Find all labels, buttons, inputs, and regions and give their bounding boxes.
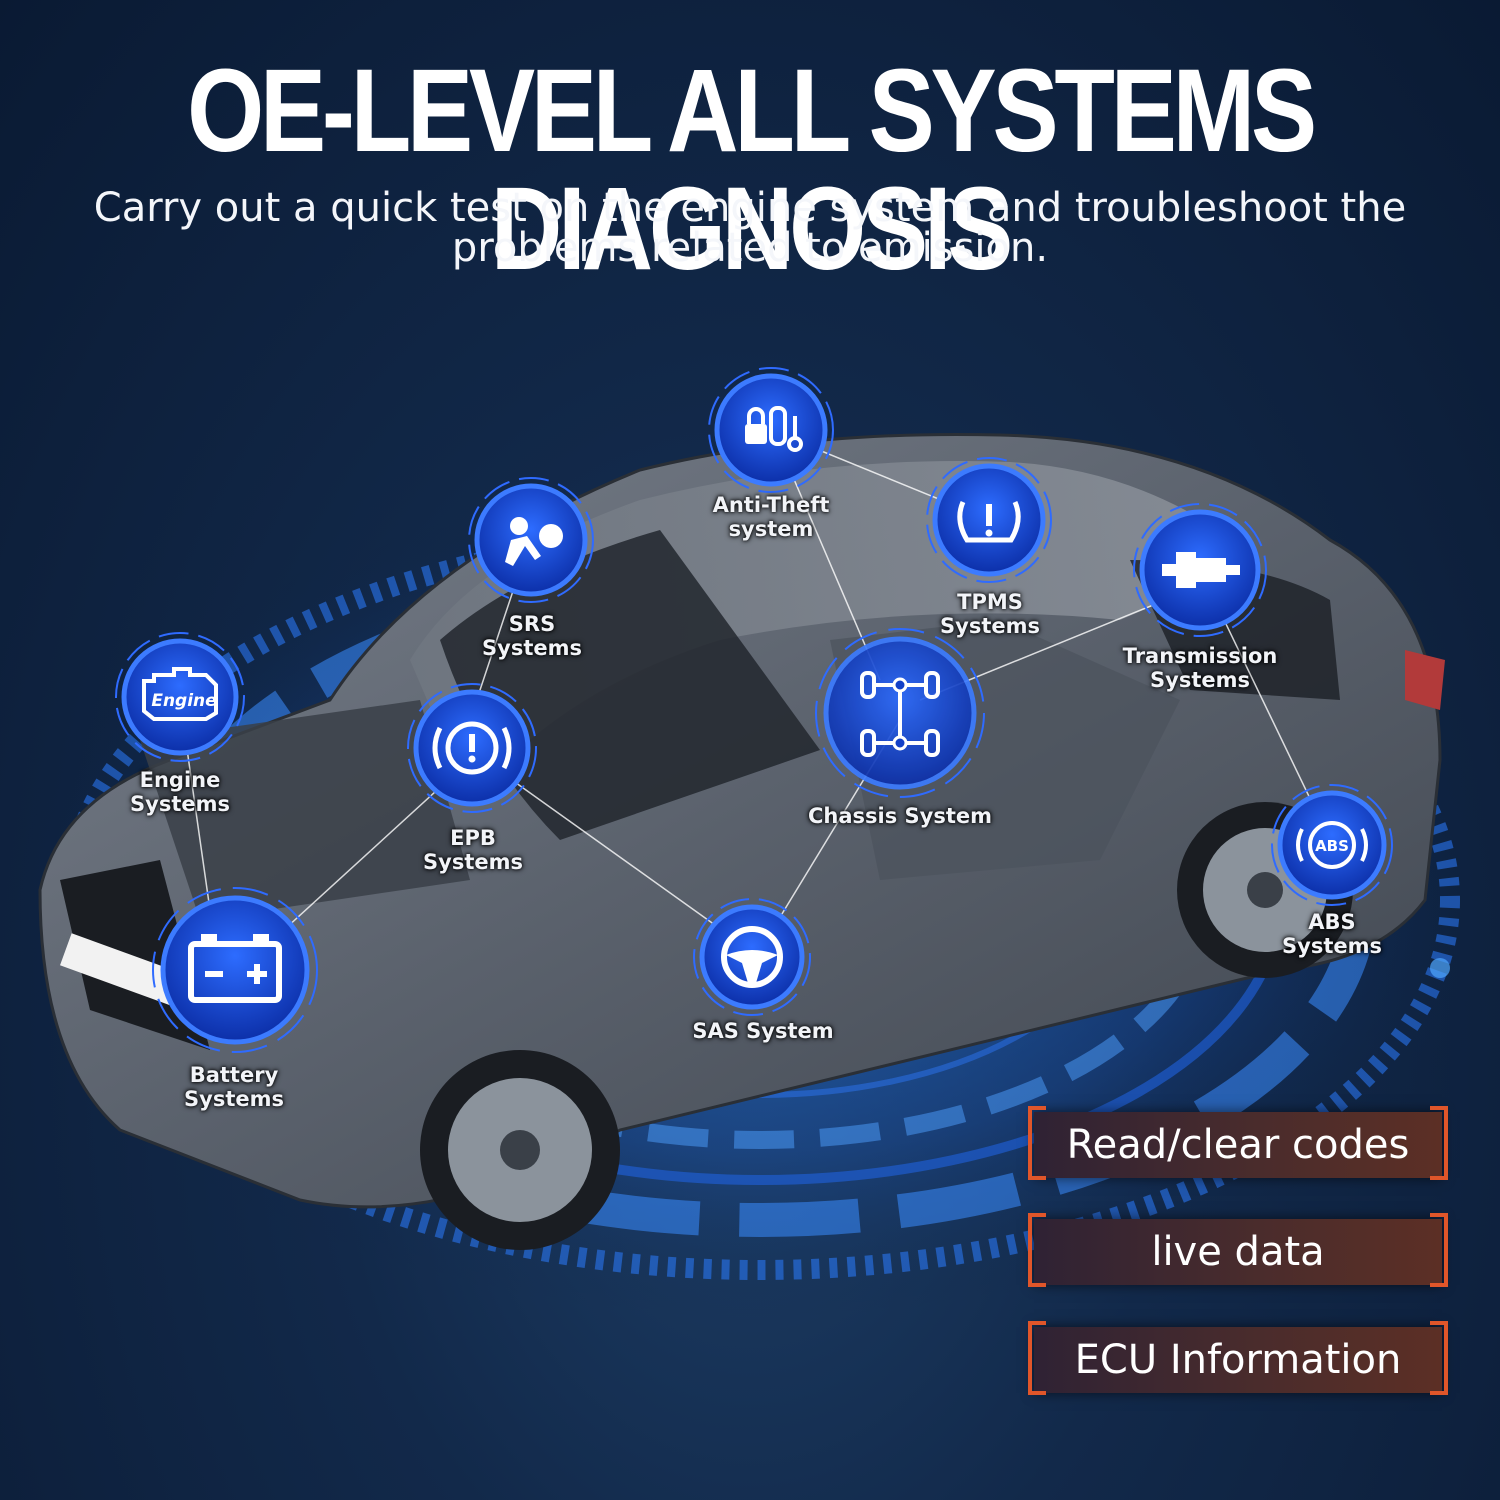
chassis-label-line1: Chassis System xyxy=(807,804,993,828)
battery-label-line2: Systems xyxy=(184,1087,284,1111)
srs-label-line1: SRS xyxy=(508,612,556,636)
feature-ecu-information: ECU Information xyxy=(1028,1321,1448,1395)
transmission-label: Transmission Systems xyxy=(1095,644,1305,692)
feature-read-clear-codes: Read/clear codes xyxy=(1028,1106,1448,1180)
engine-label: Engine Systems xyxy=(75,768,285,816)
sas-label: SAS System xyxy=(643,1019,883,1043)
anti-theft-label-line2: system xyxy=(728,517,814,541)
brake-warning-icon xyxy=(407,683,537,813)
engine-label-line1: Engine xyxy=(139,768,221,792)
bracket-left xyxy=(1028,1106,1046,1180)
bracket-right xyxy=(1430,1106,1448,1180)
transmission-icon xyxy=(1133,503,1267,637)
transmission-label-line2: Systems xyxy=(1150,668,1250,692)
glow-dot xyxy=(1430,958,1450,978)
axle-icon xyxy=(815,628,985,798)
airbag-icon xyxy=(468,477,594,603)
tpms-label: TPMS Systems xyxy=(885,590,1095,638)
tpms-label-line1: TPMS xyxy=(957,590,1023,614)
bracket-right xyxy=(1430,1321,1448,1395)
srs-label-line2: Systems xyxy=(482,636,582,660)
abs-label: ABS Systems xyxy=(1227,910,1437,958)
subheadline: Carry out a quick test on the engine sys… xyxy=(0,188,1500,268)
tpms-label-line2: Systems xyxy=(940,614,1040,638)
steering-wheel-icon xyxy=(693,898,811,1016)
anti-theft-icon xyxy=(708,367,834,493)
srs-label: SRS Systems xyxy=(427,612,637,660)
feature-live-data: live data xyxy=(1028,1213,1448,1287)
abs-label-line2: Systems xyxy=(1282,934,1382,958)
anti-theft-label-line1: Anti-Theft xyxy=(712,493,830,517)
subheadline-line-1: Carry out a quick test on the engine sys… xyxy=(93,185,1407,231)
battery-icon xyxy=(152,887,318,1053)
battery-label-line1: Battery xyxy=(189,1063,279,1087)
abs-label-line1: ABS xyxy=(1308,910,1356,934)
tire-pressure-icon xyxy=(926,457,1052,583)
abs-icon: ABS xyxy=(1271,784,1393,906)
feature-label: ECU Information xyxy=(1074,1337,1402,1383)
engine-icon-text: Engine xyxy=(151,691,216,711)
headline: OE-LEVEL ALL SYSTEMS DIAGNOSIS xyxy=(187,45,1317,295)
feature-label: live data xyxy=(1151,1229,1325,1275)
bracket-right xyxy=(1430,1213,1448,1287)
bracket-left xyxy=(1028,1321,1046,1395)
check-engine-icon: Engine xyxy=(115,632,245,762)
chassis-label: Chassis System xyxy=(780,804,1020,828)
epb-label-line2: Systems xyxy=(423,850,523,874)
sas-label-line1: SAS System xyxy=(692,1019,834,1043)
anti-theft-label: Anti-Theft system xyxy=(666,493,876,541)
battery-label: Battery Systems xyxy=(129,1063,339,1111)
transmission-label-line1: Transmission xyxy=(1122,644,1278,668)
bracket-left xyxy=(1028,1213,1046,1287)
epb-label-line1: EPB xyxy=(450,826,496,850)
abs-icon-text: ABS xyxy=(1315,837,1349,855)
engine-label-line2: Systems xyxy=(130,792,230,816)
epb-label: EPB Systems xyxy=(368,826,578,874)
subheadline-line-2: problems related to emission. xyxy=(451,225,1049,271)
feature-label: Read/clear codes xyxy=(1066,1122,1410,1168)
